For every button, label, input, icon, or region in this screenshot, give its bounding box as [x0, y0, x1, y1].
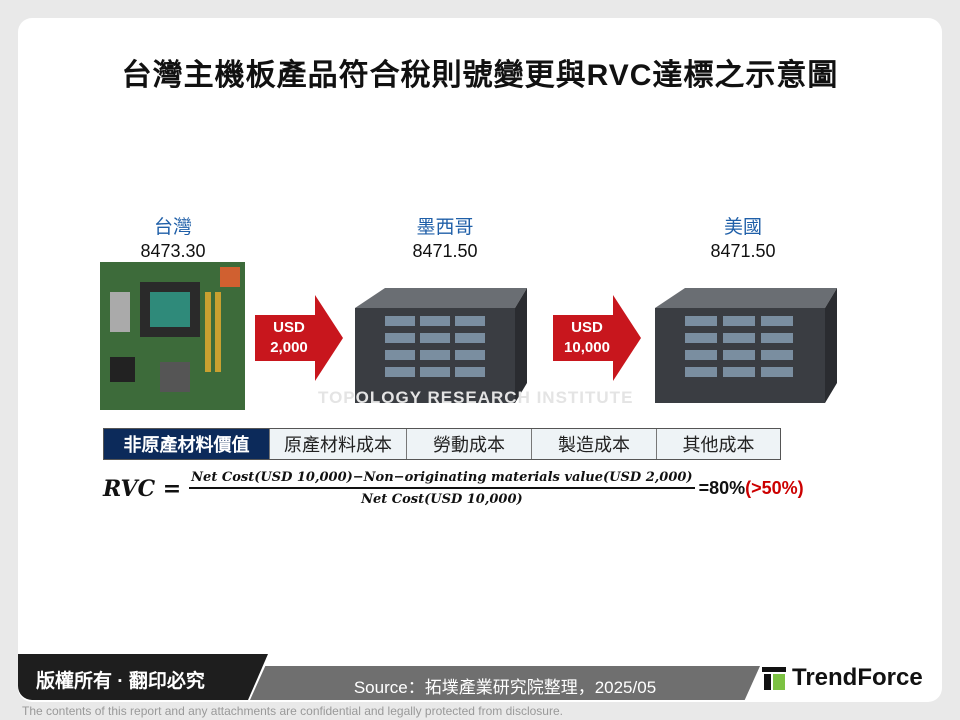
result: =80%	[698, 478, 746, 498]
source-bar: Source：拓墣產業研究院整理，2025/05	[250, 666, 760, 700]
currency: USD	[273, 319, 305, 336]
cost-cell: 其他成本	[656, 429, 780, 459]
cost-cell: 非原產材料價值	[104, 429, 269, 459]
copyright: 版權所有 · 翻印必究	[18, 654, 268, 700]
disclaimer: The contents of this report and any atta…	[22, 704, 563, 718]
country: 美國	[723, 217, 762, 238]
cost-cell: 製造成本	[531, 429, 656, 459]
server-mexico-image	[355, 288, 527, 403]
tariff-code: 8471.50	[710, 241, 776, 261]
stage-taiwan-label: 台灣 8473.30	[93, 212, 253, 262]
server-us-image	[655, 288, 837, 403]
tariff-code: 8471.50	[412, 241, 478, 261]
rvc-formula: RVC = Net Cost(USD 10,000)−Non−originati…	[103, 470, 804, 507]
stage-us-label: 美國 8471.50	[663, 212, 823, 262]
motherboard-image	[100, 262, 245, 410]
country: 墨西哥	[416, 217, 474, 238]
threshold: (>50%)	[745, 478, 804, 498]
cost-table: 非原產材料價值 原產材料成本 勞動成本 製造成本 其他成本	[103, 428, 781, 460]
logo-text: TrendForce	[792, 664, 923, 691]
amount: 2,000	[270, 339, 308, 356]
cost-cell: 原產材料成本	[269, 429, 406, 459]
trendforce-logo-icon	[762, 667, 786, 690]
arrow-right-icon	[553, 295, 641, 381]
arrow-right-icon	[255, 295, 343, 381]
denominator: Net Cost(USD 10,000)	[361, 492, 523, 507]
numerator: Net Cost(USD 10,000)−Non−originating mat…	[189, 470, 695, 489]
watermark: TOPOLOGY RESEARCH INSTITUTE	[318, 388, 634, 407]
tariff-code: 8473.30	[140, 241, 206, 261]
cost-cell: 勞動成本	[406, 429, 531, 459]
trendforce-logo: TrendForce	[760, 664, 923, 692]
stage-mexico-label: 墨西哥 8471.50	[365, 212, 525, 262]
country: 台灣	[153, 217, 192, 238]
currency: USD	[571, 319, 603, 336]
page-title: 台灣主機板產品符合稅則號變更與RVC達標之示意圖	[121, 59, 839, 92]
amount: 10,000	[564, 339, 610, 356]
formula-lhs: RVC =	[103, 475, 182, 502]
